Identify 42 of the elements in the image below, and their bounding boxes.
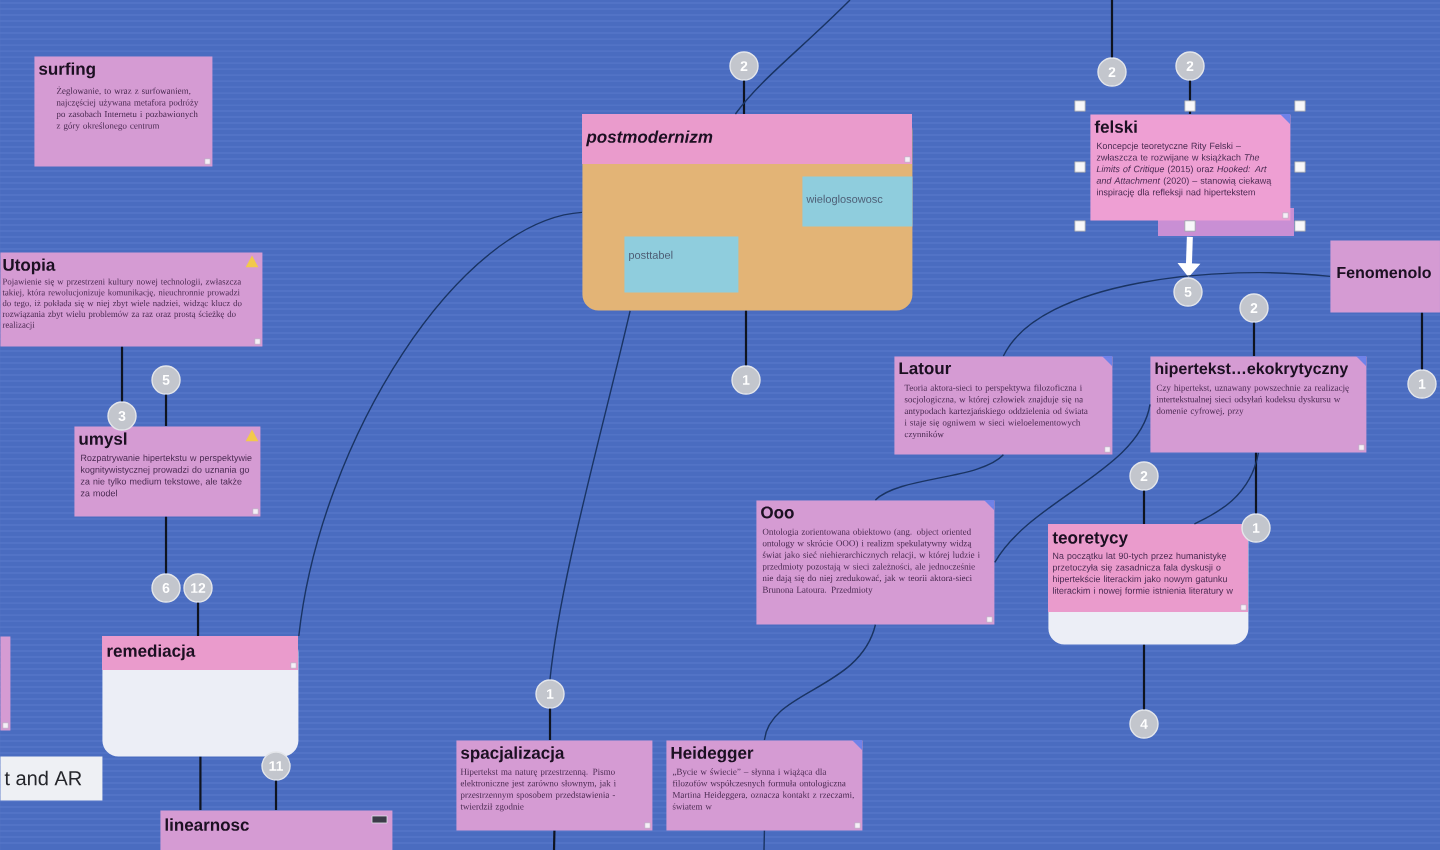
connector-line [1142,490,1146,524]
connector-line [763,624,877,741]
connector-line [734,0,851,115]
label-box: t and AR [0,756,103,801]
note-card [0,636,11,731]
note-title: Ooo [761,506,794,519]
connector-line [164,516,168,574]
note-title: linearnosc [165,818,249,831]
connector-line [549,310,631,680]
connector-line [1420,312,1424,370]
connector-line [120,346,124,402]
note-title: umysl [79,432,127,449]
connector-line [1002,272,1331,357]
note-title: surfing [39,62,95,79]
connector-line [298,211,583,637]
connector-line [742,80,746,114]
connector-line [994,403,1151,564]
connector-line [1252,322,1256,356]
connector-line [1188,80,1192,114]
connector-line [874,454,1005,501]
connector-line [164,394,168,426]
connector-line [1193,452,1260,525]
note-title: Fenomenolo [1337,266,1431,279]
note-title: remediacja [107,644,196,661]
note-title: postmodernizm [586,130,713,147]
connector-line [1142,644,1146,710]
connector-line [548,708,552,740]
note-title: hipertekst…ekokrytyczny [1155,362,1349,378]
note-title: Utopia [3,258,56,275]
note-title: Heidegger [671,746,754,763]
connector-line [1110,0,1114,58]
note-title: felski [1094,120,1137,133]
connector-line [744,310,748,366]
connector-line [763,830,766,850]
connector-line [274,780,278,810]
connector-line [199,756,202,810]
note-title: spacjalizacja [461,746,565,763]
connector-line [196,602,200,636]
note-title: teoretycy [1052,532,1128,547]
connector-line [1254,452,1258,514]
connector-line [552,830,556,850]
note-title: Latour [899,362,952,375]
